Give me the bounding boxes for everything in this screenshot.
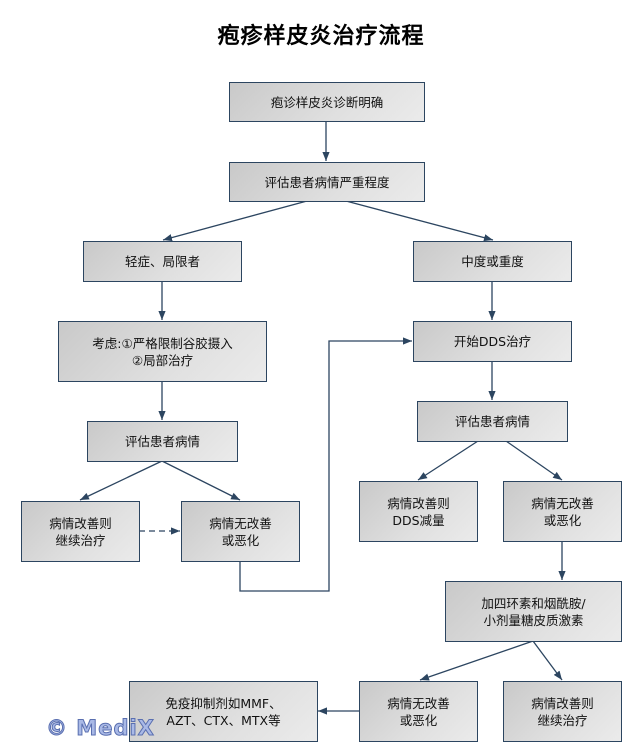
diagram-title: 疱疹样皮炎治疗流程 — [217, 24, 425, 49]
node-label: 评估患者病情 — [124, 434, 200, 449]
arrow-tetracycline-to-improved — [532, 640, 563, 681]
node-label: 病情无改善 或恶化 — [531, 495, 594, 528]
node-label: 中度或重度 — [461, 254, 524, 269]
arrow-assess-left-to-improved — [79, 460, 163, 501]
node-add-tetracycline: 加四环素和烟酰胺/ 小剂量糖皮质激素 — [445, 581, 622, 642]
node-start-dds: 开始DDS治疗 — [413, 321, 572, 362]
node-assess-right: 评估患者病情 — [417, 401, 568, 442]
node-label: 开始DDS治疗 — [453, 334, 532, 349]
node-label: 加四环素和烟酰胺/ 小剂量糖皮质激素 — [481, 595, 586, 628]
watermark-logo: © MediX — [46, 716, 155, 741]
arrow-tetracycline-to-noimprove — [419, 640, 534, 681]
arrow-assess-to-mild — [162, 200, 308, 242]
node-label: 轻症、局限者 — [124, 254, 200, 269]
arrow-assess-left-to-noimprove — [161, 460, 241, 501]
node-immunosuppressant: 免疫抑制剂如MMF、 AZT、CTX、MTX等 — [129, 681, 318, 742]
node-improved-continue-left: 病情改善则 继续治疗 — [21, 501, 140, 562]
node-assess-severity: 评估患者病情严重程度 — [229, 162, 425, 202]
arrow-assess-to-moderate — [345, 200, 494, 242]
node-no-improve-right: 病情无改善 或恶化 — [503, 481, 622, 542]
arrow-assess-right-to-noimprove — [505, 440, 563, 481]
node-label: 评估患者病情 — [454, 414, 530, 429]
node-moderate-severe: 中度或重度 — [413, 241, 572, 282]
node-label: 评估患者病情严重程度 — [264, 174, 390, 190]
node-label: 病情无改善 或恶化 — [387, 695, 450, 728]
node-consider: 考虑:①严格限制谷胶摄入 ②局部治疗 — [58, 321, 267, 382]
node-improved-reduce-dds: 病情改善则 DDS减量 — [359, 481, 478, 542]
node-diagnosis: 疱诊样皮炎诊断明确 — [229, 82, 425, 122]
loop-noimprove-to-dds — [239, 337, 412, 592]
node-no-improve-left: 病情无改善 或恶化 — [181, 501, 300, 562]
node-label: 病情无改善 或恶化 — [209, 515, 272, 548]
node-label: 考虑:①严格限制谷胶摄入 ②局部治疗 — [92, 335, 233, 368]
node-label: 免疫抑制剂如MMF、 AZT、CTX、MTX等 — [165, 695, 282, 728]
node-improved-continue-bottom: 病情改善则 继续治疗 — [503, 681, 622, 742]
node-label: 疱诊样皮炎诊断明确 — [270, 94, 384, 110]
node-label: 病情改善则 继续治疗 — [531, 695, 594, 728]
node-assess-left: 评估患者病情 — [87, 421, 238, 462]
node-no-improve-bottom: 病情无改善 或恶化 — [359, 681, 478, 742]
node-label: 病情改善则 DDS减量 — [387, 495, 450, 528]
node-label: 病情改善则 继续治疗 — [49, 515, 112, 548]
arrow-assess-right-to-reduce — [417, 440, 479, 481]
node-mild: 轻症、局限者 — [83, 241, 242, 282]
